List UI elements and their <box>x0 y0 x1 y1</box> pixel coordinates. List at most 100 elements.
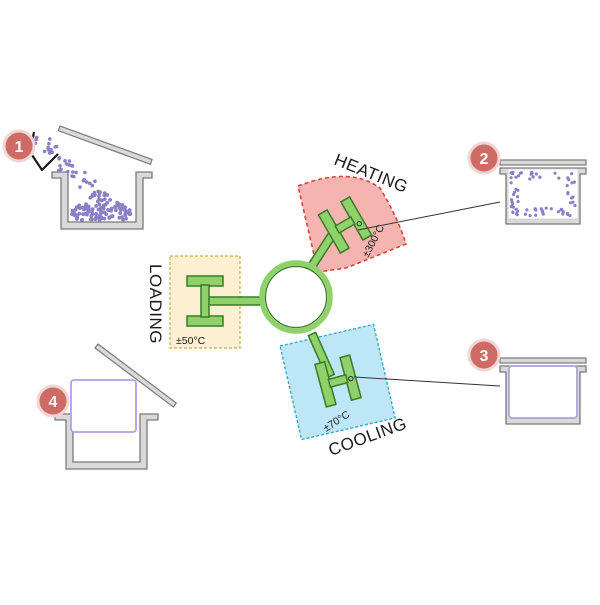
powder-particle <box>519 171 523 175</box>
powder-particle <box>90 192 95 197</box>
powder-particle <box>528 177 532 181</box>
powder-particle <box>99 209 103 214</box>
powder-particle <box>84 206 89 211</box>
powder-particle <box>107 215 112 220</box>
powder-particle <box>572 180 577 184</box>
powder-particle <box>525 208 529 212</box>
powder-particle <box>120 203 125 207</box>
powder-particle <box>123 213 128 218</box>
powder-particle <box>108 198 112 202</box>
powder-particle <box>509 181 513 185</box>
powder-particle <box>74 170 78 175</box>
loading-temp: ±50°C <box>176 335 206 347</box>
powder-particle <box>557 176 561 180</box>
central-hub <box>264 265 328 329</box>
powder-particle <box>121 217 125 222</box>
powder-particle <box>515 209 520 213</box>
powder-particle <box>127 211 132 216</box>
powder-particle <box>570 172 574 176</box>
finished-part <box>70 379 137 433</box>
powder-particle <box>101 203 106 208</box>
step-4-mould <box>54 343 178 470</box>
central-ring <box>259 260 333 334</box>
powder-particle <box>509 205 513 209</box>
powder-particle <box>86 209 91 214</box>
powder-particle <box>565 211 570 215</box>
powder-particle <box>75 213 80 218</box>
svg-text:1: 1 <box>15 139 24 156</box>
powder-particle <box>544 206 548 210</box>
powder-particle <box>94 204 98 208</box>
powder-particle <box>72 174 76 179</box>
powder-particle <box>511 192 516 197</box>
svg-text:4: 4 <box>49 394 58 411</box>
powder-particle <box>541 212 545 216</box>
powder-particle <box>93 179 97 183</box>
powder-particle <box>46 147 51 152</box>
powder-particle <box>118 211 123 216</box>
powder-particle <box>90 209 94 214</box>
step-2-mould <box>499 159 587 225</box>
powder-particle <box>549 207 553 211</box>
powder-particle <box>565 184 569 188</box>
powder-particle <box>515 195 520 199</box>
powder-particle <box>81 212 86 217</box>
powder-particle <box>106 208 111 213</box>
powder-particle <box>553 171 557 175</box>
powder-particle <box>561 212 565 216</box>
powder-particle <box>570 181 574 185</box>
powder-particle <box>556 210 561 214</box>
powder-particle <box>73 207 78 212</box>
powder-particle <box>523 212 528 216</box>
powder-particle <box>85 212 89 217</box>
step-1-badge: 1 <box>2 129 36 163</box>
powder-particle <box>67 159 72 163</box>
powder-particle <box>568 214 572 218</box>
powder-particle <box>510 172 515 176</box>
powder-particle <box>105 200 110 205</box>
powder-particle <box>57 156 61 161</box>
powder-particle <box>560 207 564 211</box>
powder-particle <box>123 205 128 210</box>
powder-particle <box>514 187 518 191</box>
powder-particle <box>516 200 520 204</box>
powder-particle <box>96 207 101 212</box>
powder-particle <box>94 212 99 216</box>
powder-particle <box>47 142 51 146</box>
powder-particle <box>566 191 570 195</box>
step-2-badge: 2 <box>467 141 501 175</box>
powder-particle <box>104 212 109 217</box>
powder-particle <box>80 218 84 222</box>
powder-particle <box>58 164 62 168</box>
powder-particle <box>83 170 87 175</box>
powder-particle <box>119 208 123 213</box>
powder-particle <box>88 195 93 200</box>
powder-particle <box>534 172 539 176</box>
powder-particle <box>124 216 128 221</box>
powder-particle <box>70 163 74 168</box>
cooling-arm <box>307 331 336 379</box>
loading-arm <box>207 296 265 306</box>
powder-particle <box>89 217 94 222</box>
powder-particle <box>102 216 107 221</box>
powder-particle <box>528 214 532 218</box>
powder-particle <box>47 151 52 155</box>
powder-particle <box>78 185 82 189</box>
powder-particle <box>70 170 75 174</box>
cooling-connector <box>353 376 501 387</box>
powder-particle <box>89 214 94 218</box>
powder-particle <box>114 208 118 213</box>
loading-label: LOADING <box>146 264 165 344</box>
powder-particle <box>105 193 110 197</box>
step-3-badge: 3 <box>467 338 501 372</box>
powder-particle <box>66 169 70 174</box>
powder-particle <box>533 207 537 211</box>
powder-particle <box>34 137 38 142</box>
svg-text:2: 2 <box>480 151 489 168</box>
powder-particle <box>98 190 102 195</box>
powder-particle <box>509 176 513 180</box>
powder-particle <box>510 202 515 206</box>
powder-particle <box>97 202 102 207</box>
powder-particle <box>538 175 542 179</box>
